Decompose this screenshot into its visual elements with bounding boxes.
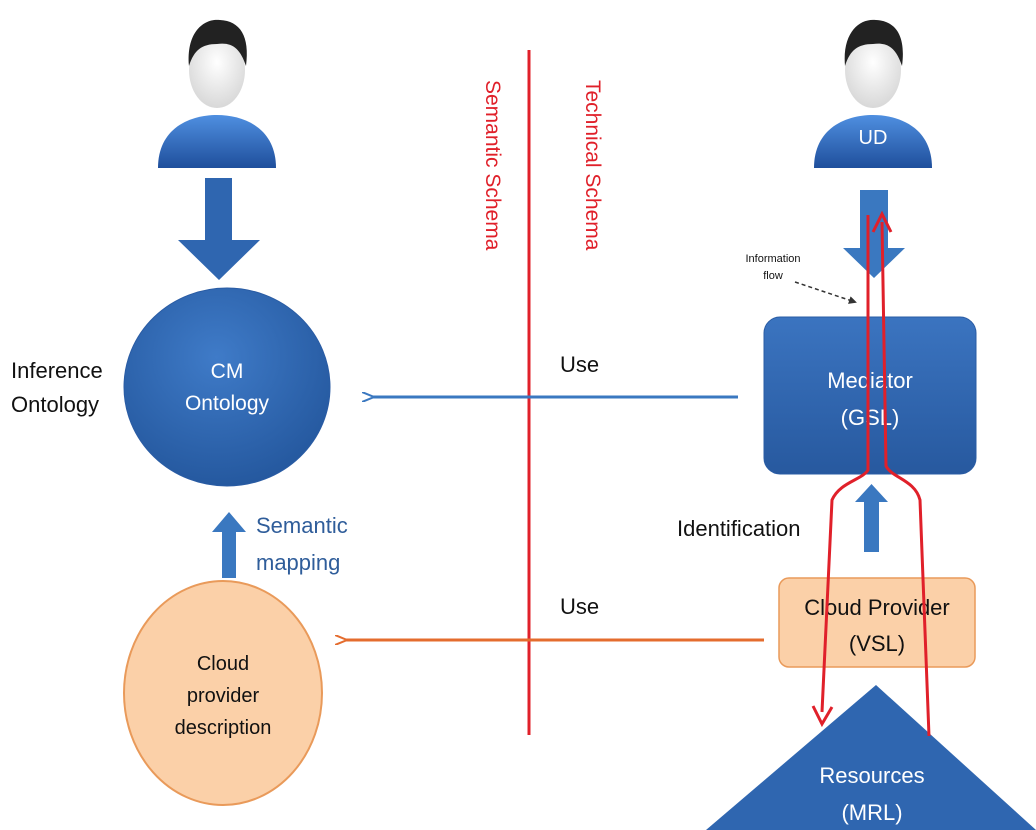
information-flow-label-2: flow <box>763 270 783 282</box>
information-flow-down-path <box>820 215 870 713</box>
left-user-down-arrow <box>178 178 260 280</box>
cloud-description-label-3: description <box>175 717 272 739</box>
mediator-label-1: Mediator <box>827 368 913 393</box>
right-user-icon <box>814 19 932 168</box>
left-user-icon <box>158 19 276 168</box>
resources-label-1: Resources <box>819 763 924 788</box>
mediator-label-2: (GSL) <box>841 405 900 430</box>
resources-label-2: (MRL) <box>841 800 902 825</box>
cloud-provider-description-ellipse <box>123 580 323 806</box>
identification-up-arrow <box>855 484 888 552</box>
semantic-mapping-label-2: mapping <box>256 550 340 575</box>
inference-ontology-label-1: Inference <box>11 358 103 383</box>
information-flow-up-path <box>880 221 931 737</box>
information-flow-pointer <box>794 281 857 304</box>
semantic-mapping-up-arrow <box>212 512 246 578</box>
semantic-mapping-label-1: Semantic <box>256 513 348 538</box>
inference-ontology-label-2: Ontology <box>11 392 99 417</box>
information-flow-up-arrowhead <box>871 210 893 233</box>
resources-triangle <box>706 685 1036 830</box>
cm-ontology-circle <box>123 287 331 487</box>
cm-ontology-label-2: Ontology <box>185 392 270 415</box>
cloud-description-label-2: provider <box>187 685 260 707</box>
right-user-label: UD <box>859 127 888 149</box>
technical-schema-label: Technical Schema <box>581 80 604 251</box>
use-bottom-label: Use <box>560 594 599 619</box>
information-flow-label-1: Information <box>745 253 800 265</box>
mediator-box <box>763 316 977 475</box>
information-flow-down-arrowhead <box>811 705 834 728</box>
cloud-description-label-1: Cloud <box>197 653 249 675</box>
use-top-label: Use <box>560 352 599 377</box>
identification-label: Identification <box>677 516 801 541</box>
cm-ontology-label-1: CM <box>211 360 244 383</box>
cloud-provider-label-2: (VSL) <box>849 631 905 656</box>
semantic-schema-label: Semantic Schema <box>481 80 504 251</box>
right-user-down-arrow <box>843 190 905 278</box>
